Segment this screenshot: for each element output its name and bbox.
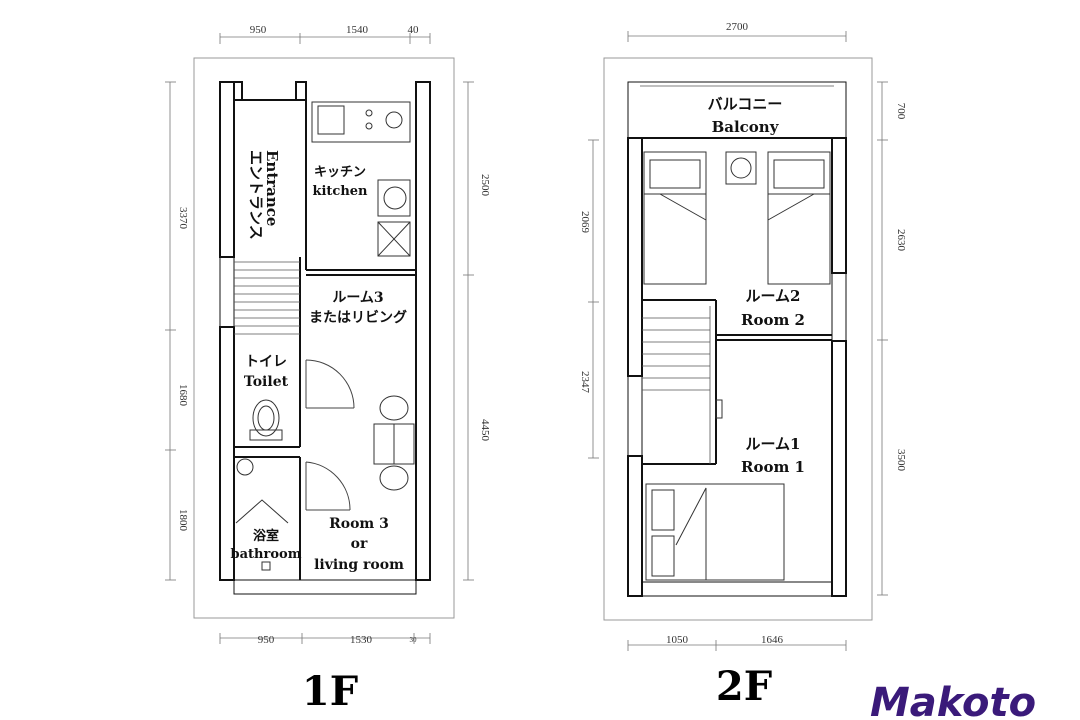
dim2-right-1: 700 (895, 103, 907, 120)
bathroom-fixtures (235, 458, 289, 571)
stairs-2f (642, 306, 711, 464)
label-room1-en: Room 1 (741, 458, 805, 476)
dining-set (373, 395, 415, 491)
label-toilet-en: Toilet (244, 374, 289, 390)
dim2-left-2: 2347 (579, 371, 591, 394)
dim-top-3: 40 (408, 24, 420, 36)
stairs-1f (234, 261, 300, 335)
dim2-top-1: 2700 (726, 21, 749, 33)
dim-top-1: 950 (250, 24, 267, 36)
room-labels-2f: バルコニー Balcony ルーム2 Room 2 ルーム1 Room 1 (708, 95, 805, 476)
dim-left-2: 1680 (177, 384, 189, 407)
label-room3-en2: or (351, 536, 368, 552)
dim2-left-1: 2069 (579, 211, 591, 234)
dim-bottom-2: 1530 (350, 634, 373, 646)
dimension-lines-2f (588, 31, 888, 651)
dim-left-1: 3370 (177, 207, 189, 230)
label-room1-jp: ルーム1 (746, 435, 801, 453)
beds-room2 (643, 151, 831, 285)
dim2-right-2: 2630 (895, 229, 907, 252)
label-toilet-jp: トイレ (245, 354, 287, 370)
dim-left-3: 1800 (177, 509, 189, 532)
label-kitchen-en: kitchen (312, 184, 368, 199)
dim-bottom-3: 30 (410, 636, 418, 644)
label-balcony-en: Balcony (712, 118, 780, 136)
dim-right-1: 2500 (479, 174, 491, 197)
dim-bottom-1: 950 (258, 634, 275, 646)
brand-logo: Makoto (870, 680, 1036, 720)
label-entrance-en: Entrance (263, 150, 281, 226)
label-room2-jp: ルーム2 (746, 287, 801, 305)
dim2-bottom-2: 1646 (761, 634, 784, 646)
kitchen-fixtures (311, 101, 411, 257)
floor-label-1f: 1F (302, 668, 358, 715)
dim2-right-3: 3500 (895, 449, 907, 472)
label-entrance-jp: エントランス (247, 150, 265, 240)
floor-2-plan: 2700 1050 1646 2069 2347 700 2630 3500 (579, 21, 907, 710)
floor-1-plan: 950 1540 40 950 1530 30 3370 1680 1800 2… (165, 24, 491, 715)
floor-label-2f: 2F (716, 663, 772, 710)
label-kitchen-jp: キッチン (314, 165, 366, 180)
walls-1f (219, 81, 431, 595)
label-room2-en: Room 2 (741, 311, 805, 329)
label-balcony-jp: バルコニー (708, 95, 783, 113)
label-room3-en3: living room (314, 557, 404, 573)
room-labels-1f: エントランス Entrance キッチン kitchen ルーム3 またはリビン… (231, 150, 407, 573)
label-room3-jp1: ルーム3 (332, 290, 383, 306)
bed-room1 (645, 399, 785, 581)
site-boundary-2f (603, 57, 873, 621)
doors-1f (305, 359, 355, 511)
label-room3-jp2: またはリビング (309, 309, 407, 326)
label-bath-jp: 浴室 (253, 528, 279, 544)
label-room3-en1: Room 3 (329, 516, 389, 532)
site-boundary-1f (193, 57, 455, 619)
dim2-bottom-1: 1050 (666, 634, 689, 646)
dim-right-2: 4450 (479, 419, 491, 442)
dim-top-2: 1540 (346, 24, 369, 36)
label-bath-en: bathroom (231, 547, 302, 562)
dimension-lines-1f (165, 33, 474, 644)
toilet-fixture (249, 399, 283, 441)
walls-2f (627, 81, 847, 597)
